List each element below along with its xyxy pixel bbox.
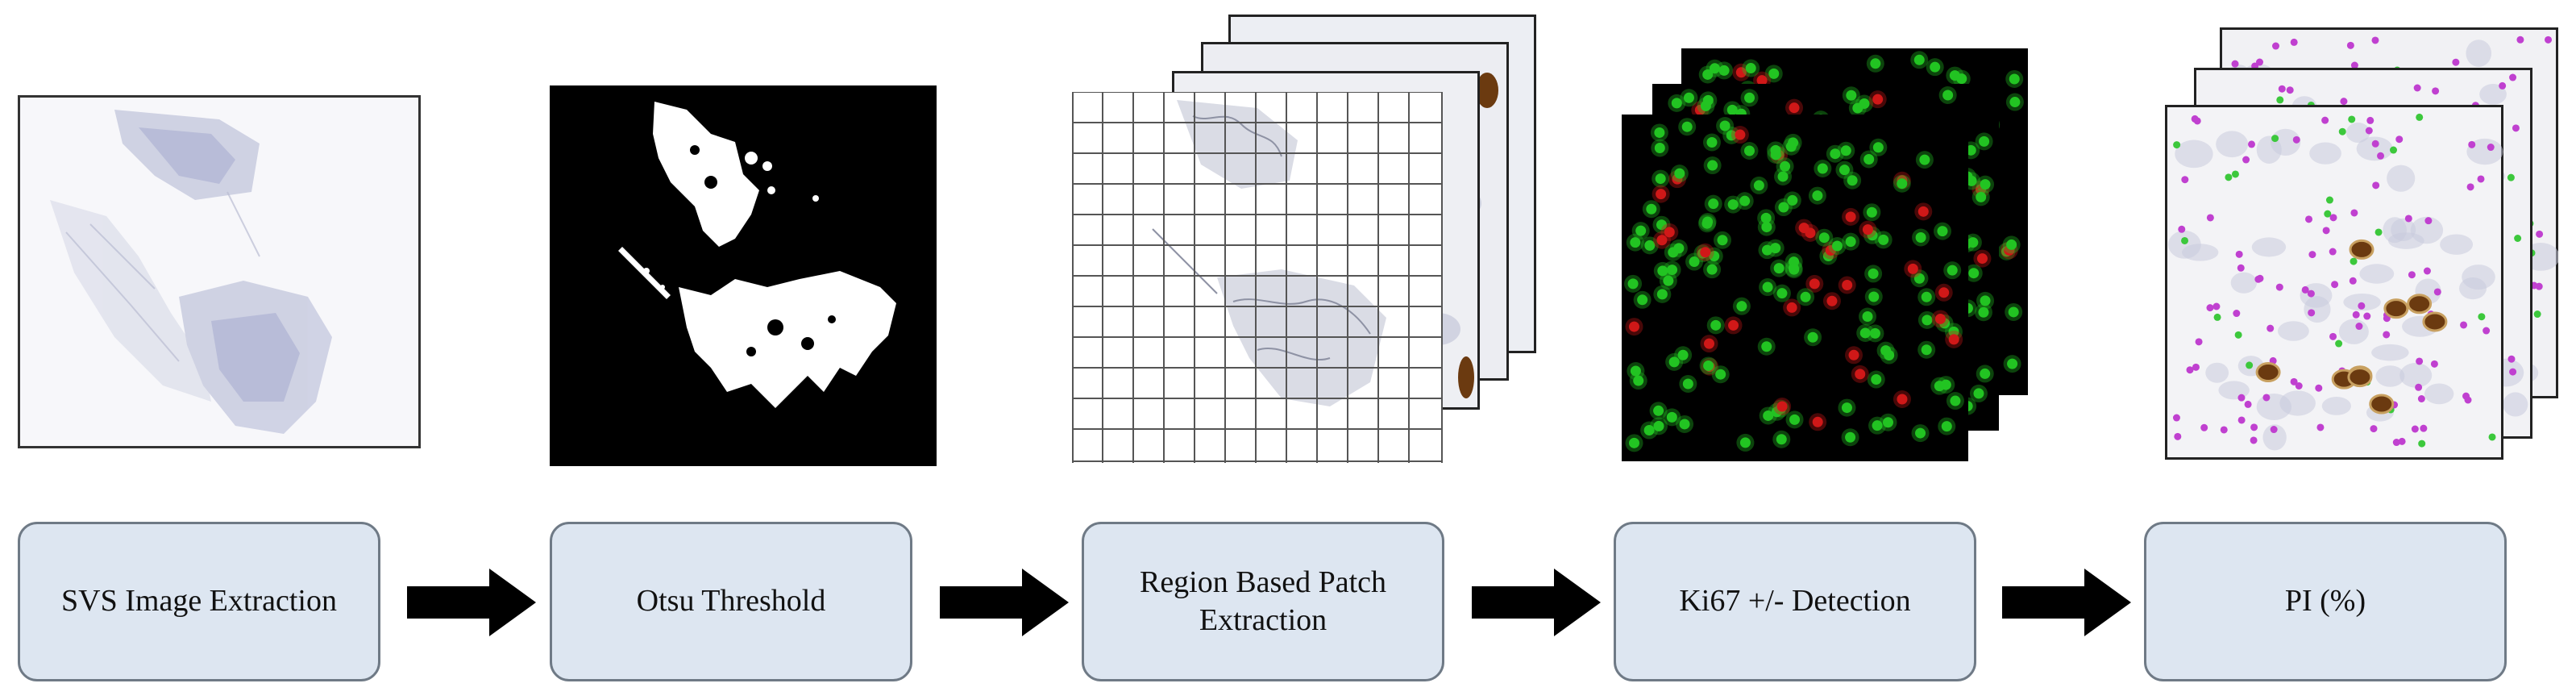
right-arrow-icon [940, 569, 1069, 636]
svs-slide-thumbnail [18, 95, 421, 448]
step-region-based-patch-extraction: Region Based Patch Extraction [1082, 522, 1444, 681]
patch-grid-front [1072, 92, 1443, 463]
patch-stack [1072, 15, 1556, 466]
step-pi-percent: PI (%) [2144, 522, 2507, 681]
step-otsu-threshold: Otsu Threshold [550, 522, 912, 681]
right-arrow-icon [407, 569, 536, 636]
detection-map-front [1622, 115, 1968, 461]
pi-overlay-front [2165, 105, 2503, 460]
pi-overlay-stack [2165, 27, 2568, 463]
step-svs-image-extraction: SVS Image Extraction [18, 522, 380, 681]
right-arrow-icon [2002, 569, 2131, 636]
step-ki67-detection: Ki67 +/- Detection [1614, 522, 1976, 681]
right-arrow-icon [1472, 569, 1601, 636]
otsu-mask-image [550, 85, 937, 466]
ki67-detection-stack [1617, 48, 2036, 468]
